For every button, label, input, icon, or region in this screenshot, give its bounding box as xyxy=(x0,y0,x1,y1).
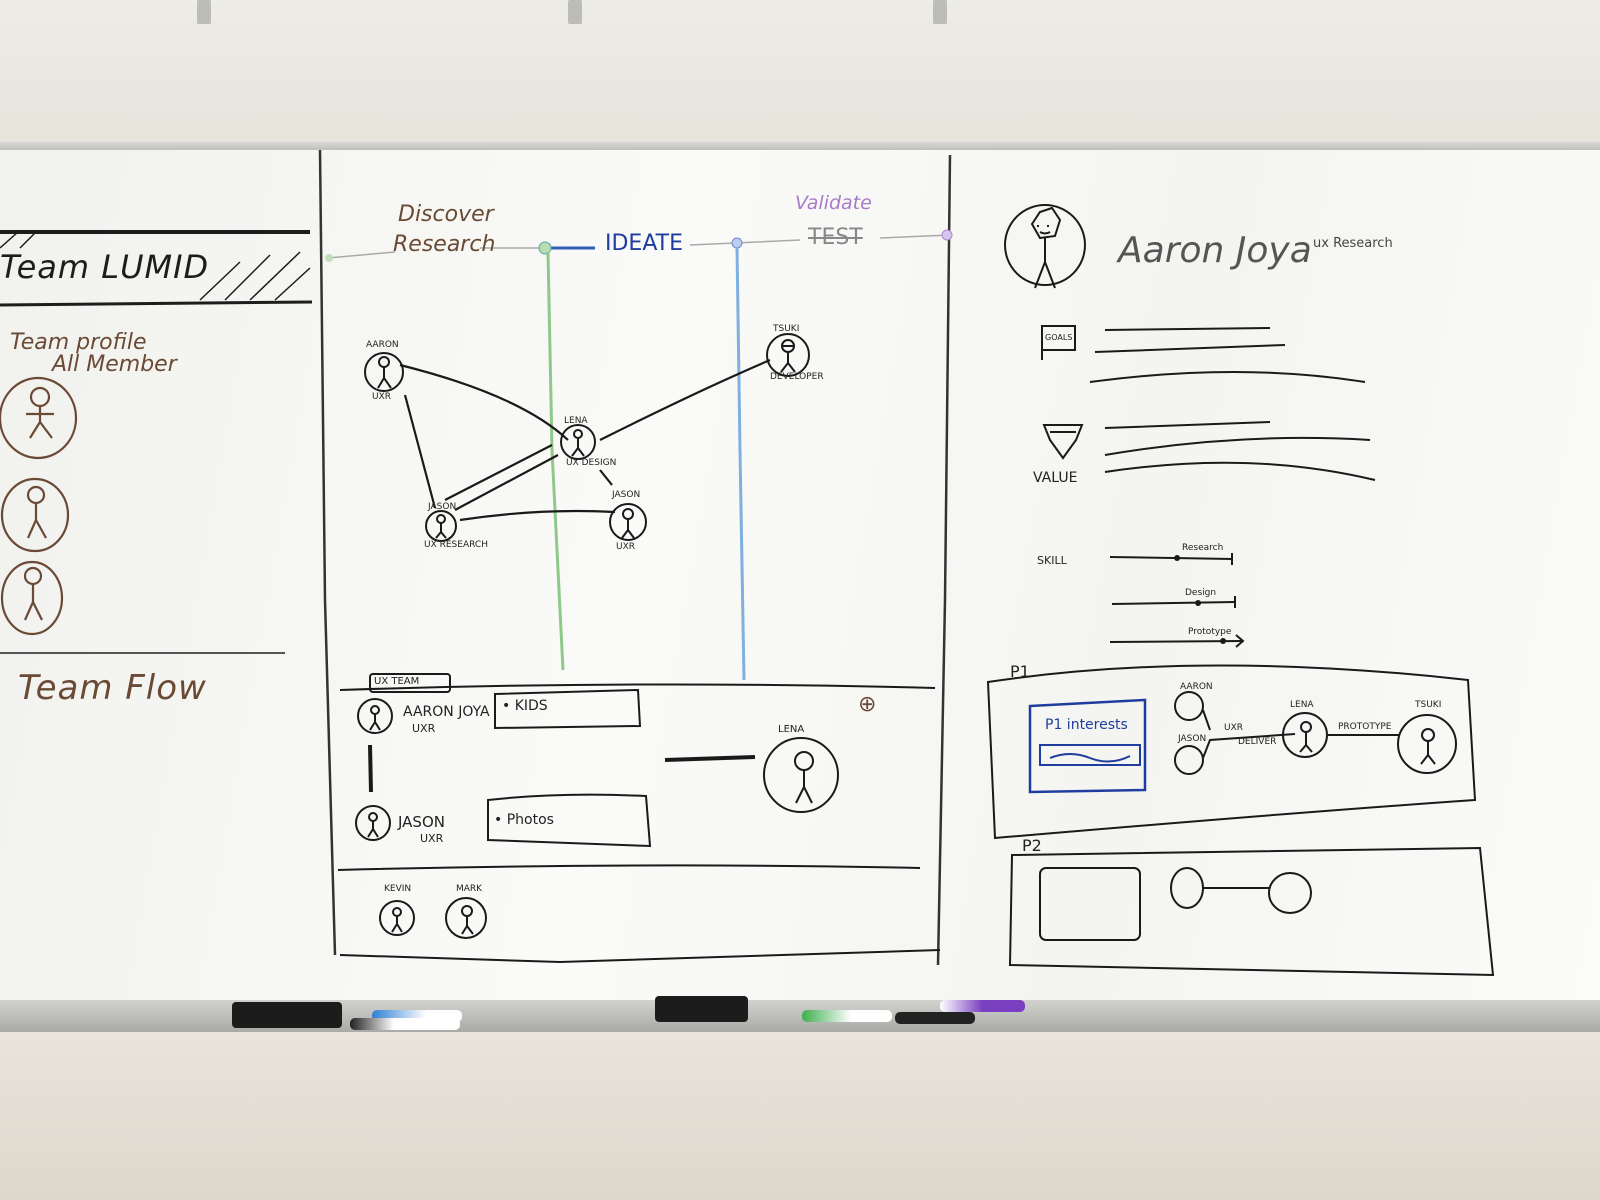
avatar-tsuki xyxy=(766,333,810,377)
ux-team-tag: UX TEAM xyxy=(374,676,420,687)
row1-role: UXR xyxy=(412,722,436,735)
all-member-label: All Member xyxy=(52,352,177,377)
label-tsuki-role: Developer xyxy=(770,372,824,382)
stage-discover: Discover xyxy=(398,202,494,227)
team-title: Team LUMID xyxy=(0,248,210,286)
label-jason2: Jason xyxy=(612,490,641,500)
p1-link-uxr: UXR xyxy=(1224,723,1244,733)
p1-person-jason: Jason xyxy=(1178,734,1207,744)
add-icon: ⊕ xyxy=(858,692,877,717)
label-tsuki: TSUKI xyxy=(773,324,800,334)
black-marker[interactable] xyxy=(895,1012,975,1024)
green-marker[interactable] xyxy=(802,1010,892,1022)
wall-hook xyxy=(933,0,947,24)
whiteboard xyxy=(0,150,1600,1000)
p1-label: P1 xyxy=(1010,662,1030,681)
member-avatar xyxy=(0,560,64,636)
member-avatar xyxy=(0,376,78,460)
title-box xyxy=(0,230,313,307)
p1-interests-card xyxy=(1028,698,1147,794)
p1-person-aaron: Aaron xyxy=(1180,682,1213,692)
team-profile-label: Team profile xyxy=(10,330,147,355)
board-top-frame xyxy=(0,142,1600,152)
avatar-aaron xyxy=(364,352,404,392)
label-aaron: Aaron xyxy=(366,340,399,350)
goals-label: GOALS xyxy=(1045,333,1073,342)
skill-label: SKILL xyxy=(1037,554,1067,567)
flow-connections xyxy=(399,358,771,522)
row2-name: JASON xyxy=(398,813,445,831)
panel-divider xyxy=(936,154,952,966)
profile-panel xyxy=(986,204,1495,977)
row2-item: • Photos xyxy=(494,812,554,828)
timeline xyxy=(325,229,953,262)
wall-hook xyxy=(568,0,582,24)
p1-person-lena: Lena xyxy=(1290,700,1314,710)
eraser[interactable] xyxy=(232,1002,342,1028)
skill-levels xyxy=(1174,555,1227,644)
skill-prototype-label: Prototype xyxy=(1188,627,1232,637)
label-lena: Lena xyxy=(564,416,588,426)
profile-avatar xyxy=(1004,204,1086,286)
label-lena-role: UX Design xyxy=(566,458,617,468)
member-avatar xyxy=(0,477,70,553)
wall xyxy=(0,0,1600,150)
label-jason-role: UX Research xyxy=(424,540,488,550)
skill-design-label: Design xyxy=(1185,588,1217,598)
skill-research-label: Research xyxy=(1182,543,1224,553)
profile-name: Aaron Joya xyxy=(1118,230,1312,271)
p1-link-deliver: Deliver xyxy=(1238,737,1277,747)
avatar-jason-uxr xyxy=(609,503,647,541)
stage-research: Research xyxy=(393,232,496,257)
value-label: VALUE xyxy=(1033,470,1078,486)
row1-name: AARON JOYA xyxy=(403,704,490,720)
lower-wall xyxy=(0,1032,1600,1200)
panel-divider xyxy=(318,149,337,956)
stage-ideate: IDEATE xyxy=(605,231,684,256)
label-jason2-role: UXR xyxy=(616,542,636,552)
avatar-jason xyxy=(425,510,457,542)
team-flow-title: Team Flow xyxy=(18,668,207,708)
black-marker[interactable] xyxy=(350,1018,460,1030)
p2-label: P2 xyxy=(1022,836,1042,855)
eraser[interactable] xyxy=(655,996,748,1022)
p1-link-prototype: Prototype xyxy=(1338,722,1392,732)
label-kevin: KEVIN xyxy=(384,884,412,894)
label-mark: MARK xyxy=(456,884,483,894)
phase-line-blue xyxy=(735,246,746,681)
wall-hook xyxy=(197,0,211,24)
phase-line-green xyxy=(546,251,565,671)
stage-validate: Validate xyxy=(795,192,872,214)
purple-marker[interactable] xyxy=(940,1000,1025,1012)
stage-test: TEST xyxy=(808,225,863,250)
ux-team-section xyxy=(337,673,941,964)
profile-role: ux Research xyxy=(1313,236,1393,251)
avatar-lena xyxy=(560,424,596,460)
row1-item: • KIDS xyxy=(502,698,548,714)
label-jason: Jason xyxy=(428,502,457,512)
goals-flag-icon xyxy=(1041,325,1076,360)
p1-person-tsuki: TSUKI xyxy=(1415,700,1442,710)
label-aaron-role: UXR xyxy=(372,392,392,402)
p1-card-title: P1 interests xyxy=(1045,717,1128,733)
row2-role: UXR xyxy=(420,832,444,845)
value-gem-icon xyxy=(1042,424,1084,460)
lena-label: Lena xyxy=(778,724,805,735)
